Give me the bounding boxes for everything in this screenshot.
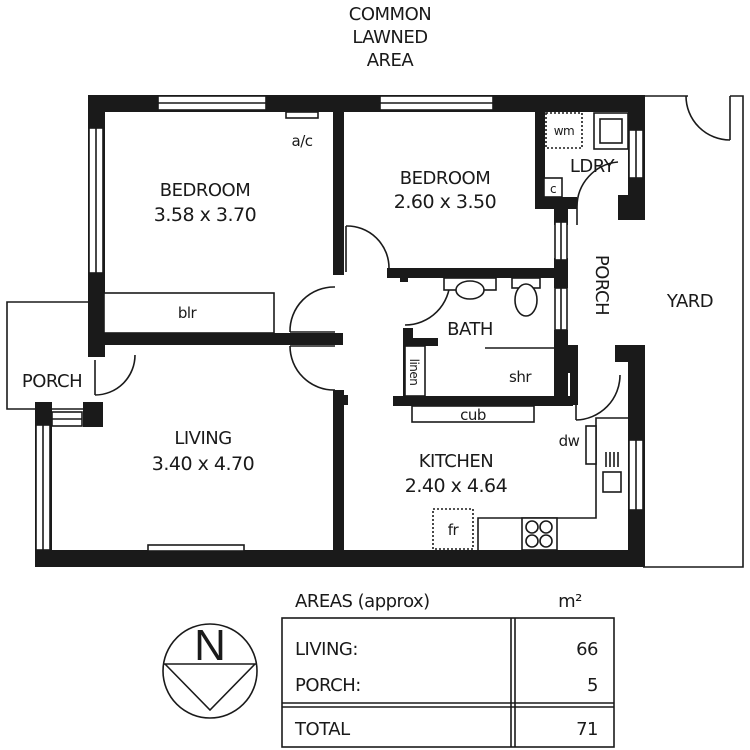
kitchen-dims: 2.40 x 4.64 — [405, 475, 508, 497]
bath-label: BATH — [447, 319, 493, 340]
built-in-robe — [103, 292, 275, 334]
door-porch-side-swing — [575, 374, 621, 421]
areas-table-title: AREAS (approx) — [295, 591, 430, 612]
aircon-label: a/c — [292, 132, 313, 150]
porch-side-label: PORCH — [591, 255, 612, 315]
dishwasher — [585, 425, 597, 465]
shower-label: shr — [509, 368, 532, 386]
living-dims: 3.40 x 4.70 — [152, 453, 254, 475]
washing-machine — [545, 112, 583, 149]
door-laundry-swing — [576, 161, 619, 208]
area-label-porch: PORCH: — [295, 675, 361, 696]
bedroom2-name: BEDROOM — [400, 168, 490, 189]
area-value-porch: 5 — [587, 675, 598, 696]
room-living: LIVING 3.40 x 4.70 — [152, 428, 255, 475]
yard-label: YARD — [666, 291, 713, 312]
bedroom1-name: BEDROOM — [160, 180, 250, 201]
built-in-robe-label: blr — [178, 304, 198, 322]
laundry-cupboard — [543, 177, 563, 198]
areas-table-unit: m² — [558, 591, 582, 612]
laundry-label: LDRY — [570, 156, 616, 177]
room-kitchen: KITCHEN 2.40 x 4.64 dw fr — [405, 417, 628, 551]
door-living-swing — [289, 345, 336, 391]
cooktop — [521, 517, 558, 551]
room-bath: BATH shr linen — [404, 277, 554, 397]
window-living-bottom — [147, 544, 245, 552]
area-value-total: 71 — [576, 719, 598, 740]
compass: N — [162, 621, 258, 719]
area-value-living: 66 — [576, 639, 598, 660]
door-bedroom1-swing — [289, 286, 336, 333]
room-bedroom1: BEDROOM 3.58 x 3.70 a/c blr — [103, 111, 319, 334]
basin — [455, 280, 485, 300]
hall-cupboard: cub — [411, 405, 535, 424]
yard: YARD — [643, 95, 744, 568]
compass-north-label: N — [194, 621, 226, 670]
door-bedroom2-swing — [345, 225, 390, 269]
kitchen-bench — [477, 417, 628, 550]
porch-side: PORCH — [576, 207, 612, 315]
washing-machine-label: wm — [554, 124, 575, 138]
fridge — [432, 508, 474, 550]
compass-circle — [162, 623, 258, 719]
linen-cupboard — [404, 345, 426, 397]
areas-row-total: TOTAL 71 — [294, 719, 599, 740]
room-bedroom2: BEDROOM 2.60 x 3.50 — [394, 168, 497, 213]
living-name: LIVING — [174, 428, 231, 449]
common-area-label: COMMON LAWNED AREA — [349, 4, 432, 71]
areas-row-porch: PORCH: 5 — [295, 675, 599, 696]
room-laundry: wm c LDRY — [543, 112, 629, 198]
porch-front-label: PORCH — [22, 371, 82, 392]
windows — [35, 95, 644, 552]
bedroom1-dims: 3.58 x 3.70 — [154, 204, 256, 226]
linen-label: linen — [407, 359, 421, 386]
cupboard-label: cub — [460, 406, 486, 424]
laundry-cupboard-label: c — [550, 182, 556, 196]
area-label-total: TOTAL — [294, 719, 350, 740]
kitchen-sink — [602, 452, 622, 493]
door-porch-front-swing — [94, 354, 136, 396]
toilet-bowl — [514, 283, 538, 317]
dishwasher-label: dw — [559, 432, 580, 450]
area-label-living: LIVING: — [295, 639, 358, 660]
fridge-label: fr — [448, 521, 460, 539]
common-area-line2: LAWNED — [352, 27, 427, 48]
doors — [94, 161, 621, 421]
areas-row-living: LIVING: 66 — [295, 639, 599, 660]
yard-gate-swing — [685, 95, 731, 141]
areas-table: AREAS (approx) m² LIVING: 66 PORCH: 5 TO… — [281, 591, 615, 748]
common-area-line3: AREA — [367, 50, 415, 71]
porch-front: PORCH — [6, 301, 88, 410]
bedroom2-dims: 2.60 x 3.50 — [394, 191, 496, 213]
aircon-unit — [285, 111, 319, 119]
kitchen-name: KITCHEN — [419, 451, 494, 472]
common-area-line1: COMMON — [349, 4, 431, 25]
compass-arrow — [164, 663, 256, 712]
